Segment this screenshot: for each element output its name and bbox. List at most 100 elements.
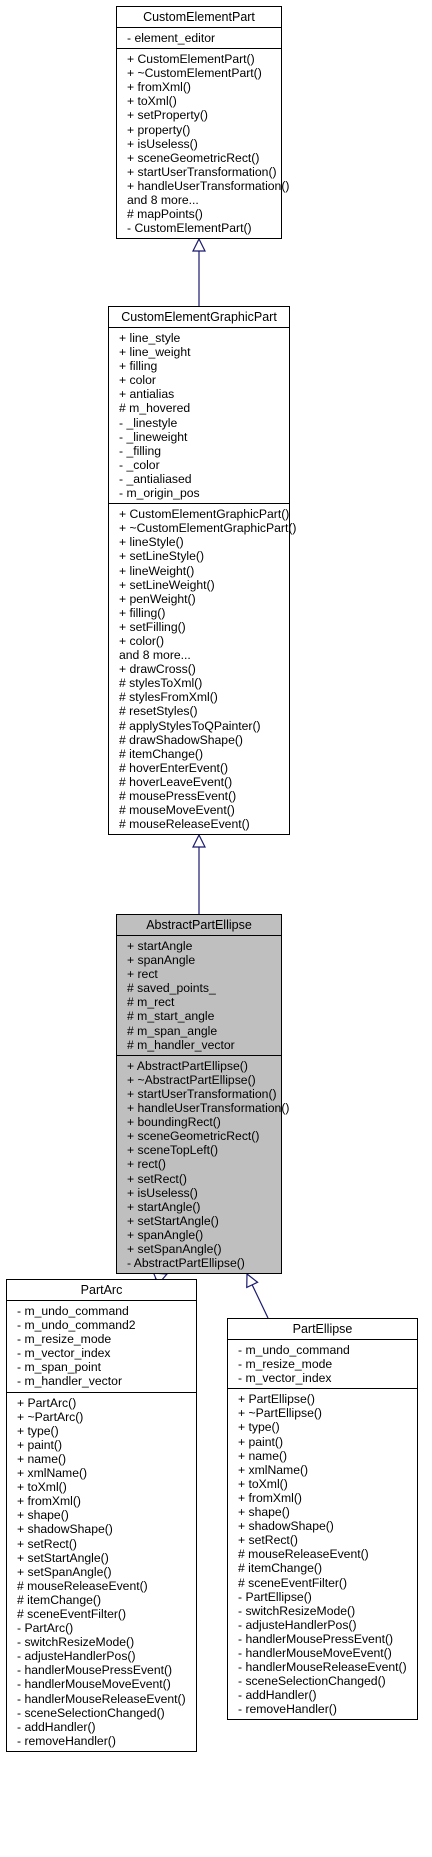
method: - PartEllipse() — [238, 1589, 312, 1604]
method: + fromXml() — [127, 80, 191, 95]
method: + PartArc() — [17, 1395, 77, 1410]
method: + isUseless() — [127, 1185, 198, 1200]
methods-section: + PartEllipse()+ ~PartEllipse()+ type()+… — [228, 1389, 417, 1719]
methods-section: + CustomElementGraphicPart()+ ~CustomEle… — [109, 504, 297, 834]
attribute: - m_undo_command2 — [17, 1318, 136, 1333]
method: + property() — [127, 122, 191, 137]
method: + xmlName() — [17, 1466, 88, 1481]
method: + rect() — [127, 1157, 166, 1172]
method: - handlerMousePressEvent() — [17, 1663, 173, 1678]
method: # resetStyles() — [119, 704, 198, 719]
method: - removeHandler() — [238, 1702, 337, 1717]
class-title: CustomElementPart — [117, 7, 281, 28]
method: - AbstractPartEllipse() — [127, 1256, 245, 1271]
attribute: # m_span_angle — [127, 1023, 218, 1038]
method: + color() — [119, 633, 165, 648]
method: + startUserTransformation() — [127, 1086, 277, 1101]
edge-ellipse-to-abstract-line — [251, 1284, 269, 1319]
method: # itemChange() — [238, 1561, 322, 1576]
method: + startAngle() — [127, 1199, 201, 1214]
method: - adjusteHandlerPos() — [238, 1617, 357, 1632]
class-title: PartArc — [7, 1280, 196, 1301]
method: # mouseReleaseEvent() — [17, 1578, 148, 1593]
edge-graphic-to-part-arrowhead — [192, 237, 206, 252]
attribute: # m_start_angle — [127, 1009, 215, 1024]
method: + lineStyle() — [119, 535, 184, 550]
method: # mouseReleaseEvent() — [238, 1547, 369, 1562]
class-title: AbstractPartEllipse — [117, 915, 281, 936]
method: + sceneTopLeft() — [127, 1143, 219, 1158]
edge-ellipse-to-abstract-arrowhead — [246, 1272, 259, 1289]
class-part-ellipse[interactable]: PartEllipse- m_undo_command- m_resize_mo… — [227, 1318, 418, 1721]
method: + paint() — [238, 1434, 284, 1449]
method: - handlerMouseReleaseEvent() — [17, 1691, 186, 1706]
method: + paint() — [17, 1437, 63, 1452]
method: - handlerMouseReleaseEvent() — [238, 1660, 407, 1675]
attribute: - m_resize_mode — [17, 1332, 112, 1347]
attribute: + rect — [127, 967, 158, 982]
method: and 8 more... — [119, 648, 191, 663]
method: + handleUserTransformation() — [127, 178, 290, 193]
method: + ~PartArc() — [17, 1409, 84, 1424]
method: + penWeight() — [119, 591, 196, 606]
class-part-arc[interactable]: PartArc - m_undo_command- m_undo_command2… — [6, 1279, 197, 1752]
attribute: - _lineweight — [119, 429, 188, 444]
attribute: - m_vector_index — [17, 1346, 111, 1361]
attribute: + line_style — [119, 331, 181, 345]
method: + CustomElementGraphicPart() — [119, 507, 290, 522]
method: - switchResizeMode() — [17, 1635, 135, 1650]
method: + ~PartEllipse() — [238, 1406, 322, 1421]
method: + fromXml() — [17, 1494, 81, 1509]
methods-section: + CustomElementPart()+ ~CustomElementPar… — [117, 49, 290, 238]
method: # sceneEventFilter() — [238, 1575, 348, 1590]
attribute: # m_handler_vector — [127, 1037, 235, 1052]
method: + CustomElementPart() — [127, 52, 255, 67]
method: and 8 more... — [127, 193, 199, 208]
method: - sceneSelectionChanged() — [238, 1674, 386, 1689]
method: - CustomElementPart() — [127, 221, 252, 236]
attribute: # m_hovered — [119, 401, 191, 416]
attributes-section: + startAngle+ spanAngle+ rect# saved_poi… — [117, 936, 281, 1056]
attribute: - m_undo_command — [17, 1304, 129, 1318]
attribute: - m_origin_pos — [119, 486, 200, 501]
method: # sceneEventFilter() — [17, 1606, 127, 1621]
method: + boundingRect() — [127, 1115, 221, 1130]
method: - switchResizeMode() — [238, 1603, 356, 1618]
method: + shape() — [17, 1508, 69, 1523]
class-custom-element-part[interactable]: CustomElementPart - element_editor + Custo… — [116, 6, 290, 240]
method: + setFilling() — [119, 619, 186, 634]
method: + setRect() — [127, 1171, 187, 1186]
method: + type() — [238, 1420, 280, 1435]
attribute: + spanAngle — [127, 953, 196, 968]
method: + shape() — [238, 1505, 290, 1520]
method: + sceneGeometricRect() — [127, 1129, 260, 1144]
method: + isUseless() — [127, 136, 198, 151]
method: + xmlName() — [238, 1462, 309, 1477]
method: # itemChange() — [17, 1592, 101, 1607]
attribute: - element_editor — [127, 31, 216, 45]
method: # applyStylesToQPainter() — [119, 718, 261, 733]
attribute: - _antialiased — [119, 471, 192, 486]
attributes-section: - m_undo_command- m_resize_mode- m_vecto… — [228, 1340, 417, 1390]
method: + ~CustomElementGraphicPart() — [119, 521, 297, 536]
attributes-section: - element_editor — [117, 28, 281, 50]
method: + name() — [17, 1451, 67, 1466]
method: # mousePressEvent() — [119, 789, 237, 803]
method: + name() — [238, 1448, 288, 1463]
class-custom-element-graphic-part[interactable]: CustomElementGraphicPart + line_style + li… — [108, 306, 297, 836]
method: - removeHandler() — [17, 1733, 116, 1748]
class-abstract-part-ellipse[interactable]: AbstractPartEllipse+ startAngle+ spanAng… — [116, 914, 289, 1275]
method: + setProperty() — [127, 108, 208, 123]
method: + spanAngle() — [127, 1227, 204, 1242]
method: - addHandler() — [238, 1688, 317, 1703]
attribute: - m_handler_vector — [17, 1374, 122, 1389]
method: + setSpanAngle() — [127, 1241, 222, 1256]
method: - addHandler() — [17, 1719, 96, 1734]
method: + shadowShape() — [238, 1519, 334, 1534]
class-title: CustomElementGraphicPart — [109, 307, 289, 328]
method: + setStartAngle() — [17, 1550, 109, 1565]
method: - handlerMouseMoveEvent() — [238, 1645, 392, 1660]
attribute: - m_undo_command — [238, 1343, 350, 1357]
methods-section: + AbstractPartEllipse()+ ~AbstractPartEl… — [117, 1056, 289, 1273]
